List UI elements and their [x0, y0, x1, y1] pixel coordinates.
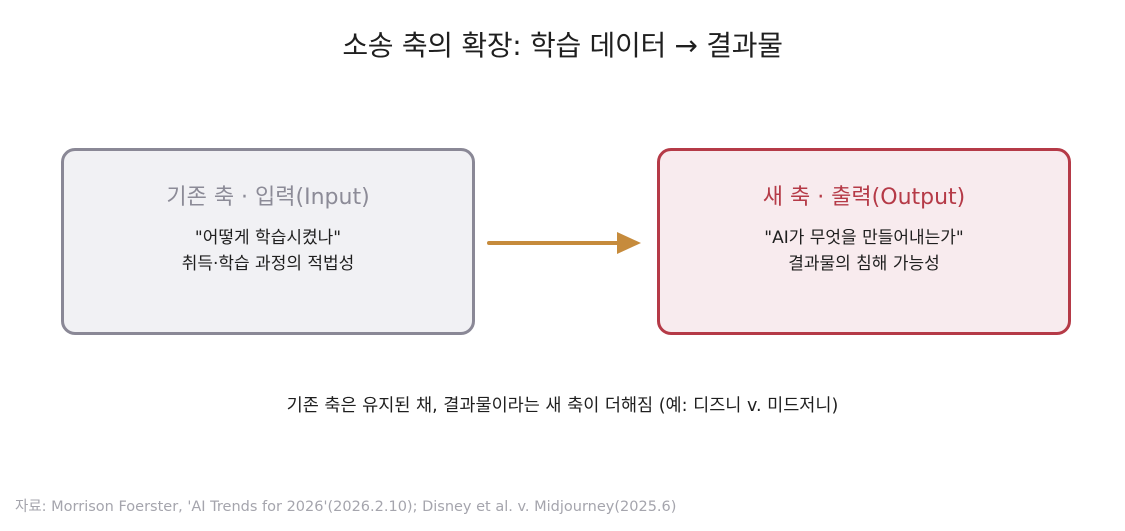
output-axis-title: 새 축 · 출력(Output)	[762, 185, 966, 210]
arrow-head	[617, 232, 641, 254]
output-axis-question: "AI가 무엇을 만들어내는가"	[764, 228, 964, 248]
input-axis-question: "어떻게 학습시켰나"	[194, 228, 342, 248]
output-axis-body: "AI가 무엇을 만들어내는가" 결과물의 침해 가능성	[660, 225, 1068, 277]
source-citation: 자료: Morrison Foerster, 'AI Trends for 20…	[15, 499, 677, 515]
input-axis-box: 기존 축 · 입력(Input) "어떻게 학습시켰나" 취득·학습 과정의 적…	[61, 148, 475, 335]
output-axis-box: 새 축 · 출력(Output) "AI가 무엇을 만들어내는가" 결과물의 침…	[657, 148, 1071, 335]
output-axis-description: 결과물의 침해 가능성	[788, 254, 940, 274]
right-arrow-icon	[487, 232, 641, 254]
input-axis-body: "어떻게 학습시켰나" 취득·학습 과정의 적법성	[64, 225, 472, 277]
summary-note: 기존 축은 유지된 채, 결과물이라는 새 축이 더해짐 (예: 디즈니 v. …	[286, 396, 839, 416]
input-axis-description: 취득·학습 과정의 적법성	[181, 254, 355, 274]
input-axis-title: 기존 축 · 입력(Input)	[166, 185, 370, 210]
diagram-title: 소송 축의 확장: 학습 데이터 → 결과물	[342, 29, 783, 62]
